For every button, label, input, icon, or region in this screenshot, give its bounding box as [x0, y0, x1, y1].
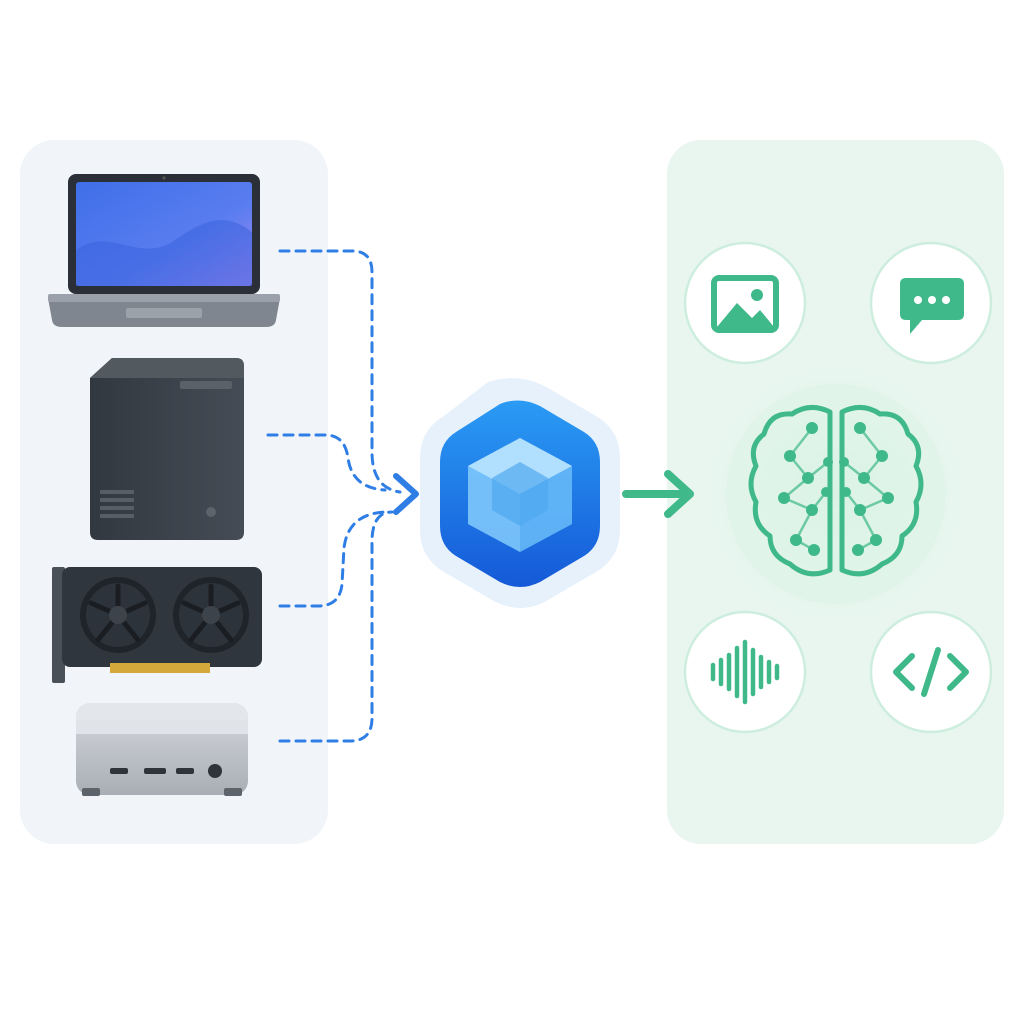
image-output: [683, 241, 807, 365]
image-icon: [711, 275, 779, 333]
cube-icon: [420, 378, 620, 608]
input-arrow-head: [393, 473, 419, 515]
chat-bubble-icon: [900, 278, 964, 334]
audio-waveform-icon: [710, 639, 780, 705]
mini-pc-icon: [76, 703, 248, 796]
chat-output: [869, 241, 993, 365]
gpu-icon: [52, 567, 262, 683]
desktop-tower-icon: [90, 358, 244, 540]
audio-output: [683, 610, 807, 734]
laptop-icon: [48, 174, 280, 327]
brain-network-icon: [748, 405, 924, 577]
output-arrow: [622, 470, 694, 518]
hardware-connectors: [266, 249, 402, 743]
code-icon: [893, 647, 969, 697]
code-output: [869, 610, 993, 734]
